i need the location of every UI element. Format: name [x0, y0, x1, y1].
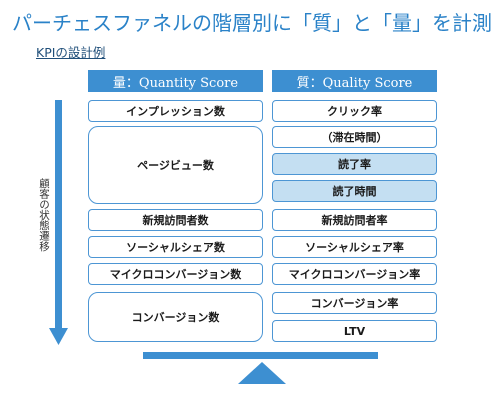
- dwell-time-box: （滞在時間）: [272, 126, 437, 148]
- conversions-box: コンバージョン数: [88, 292, 263, 342]
- balance-bar: [143, 352, 378, 359]
- impressions-box: インプレッション数: [88, 100, 263, 122]
- ctr-box: クリック率: [272, 100, 437, 122]
- subtitle: KPIの設計例: [36, 45, 106, 60]
- fulcrum-triangle: [238, 362, 286, 384]
- conversion-rate-box: コンバージョン率: [272, 292, 437, 314]
- page-title: パーチェスファネルの階層別に「質」と「量」を計測: [12, 11, 492, 35]
- down-arrow-head: [49, 328, 68, 345]
- down-arrow-shaft: [55, 100, 62, 330]
- ltv-box: LTV: [272, 320, 437, 342]
- micro-conversion-rate-box: マイクロコンバージョン率: [272, 263, 437, 285]
- new-visitors-box: 新規訪問者数: [88, 209, 263, 231]
- micro-conversions-box: マイクロコンバージョン数: [88, 263, 263, 285]
- social-shares-box: ソーシャルシェア数: [88, 236, 263, 258]
- new-visitor-rate-box: 新規訪問者率: [272, 209, 437, 231]
- quantity-header: 量：Quantity Score: [88, 70, 263, 92]
- customer-state-transition-label: 顧客の状態遷移: [38, 178, 50, 252]
- social-share-rate-box: ソーシャルシェア率: [272, 236, 437, 258]
- pageviews-box: ページビュー数: [88, 126, 263, 204]
- read-time-box: 読了時間: [272, 180, 437, 202]
- read-rate-box: 読了率: [272, 153, 437, 175]
- quality-header: 質：Quality Score: [272, 70, 437, 92]
